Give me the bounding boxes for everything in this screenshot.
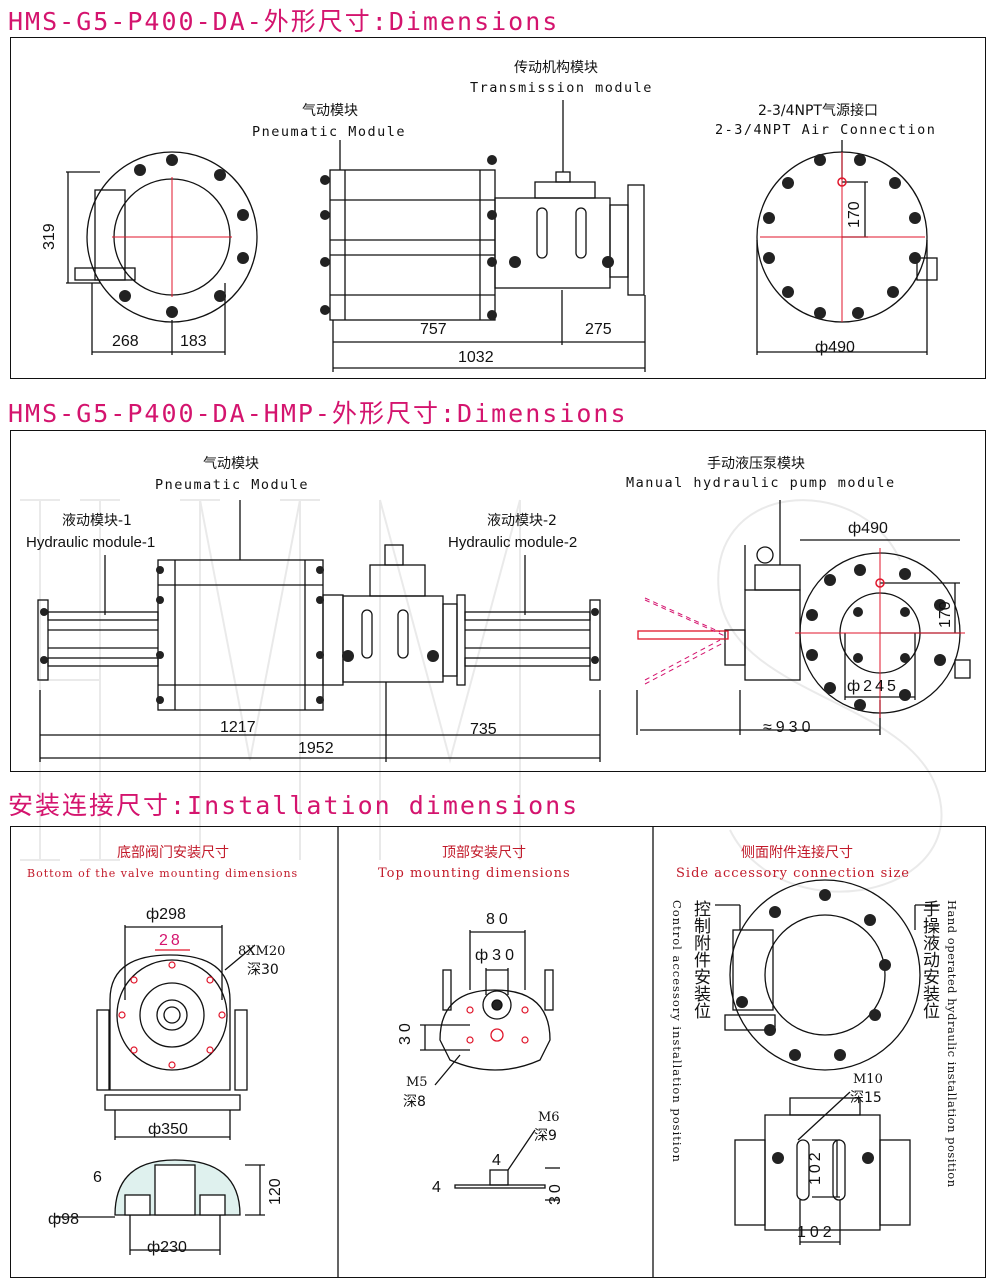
s3-control-en: Control accessory installation position <box>670 900 684 1163</box>
s2-dim-735: 735 <box>470 721 497 738</box>
s2-hyd2-zh: 液动模块-2 <box>487 513 557 529</box>
section2-frame <box>10 430 986 772</box>
s3-dim-98: ф98 <box>48 1211 79 1228</box>
s2-pump-en: Manual hydraulic pump module <box>626 475 896 491</box>
s2-hyd1-en: Hydraulic module-1 <box>26 534 156 551</box>
s3-side-en: Side accessory connection size <box>676 866 910 881</box>
s3-dim-102a: 102 <box>807 1149 824 1185</box>
s3-dim-102b: 102 <box>797 1224 836 1241</box>
s2-pump-zh: 手动液压泵模块 <box>707 456 805 472</box>
s3-m6: M6 <box>538 1110 560 1125</box>
s1-dim-183: 183 <box>180 333 207 350</box>
s2-dim-490: ф490 <box>848 520 888 537</box>
s1-dim-170: 170 <box>846 201 863 228</box>
s3-depth15: 深15 <box>850 1090 882 1106</box>
s3-depth8: 深8 <box>403 1094 426 1110</box>
s1-transmission-en: Transmission module <box>470 80 653 96</box>
s3-top-en: Top mounting dimensions <box>378 866 571 881</box>
section1-frame <box>10 37 986 379</box>
s1-dim-757: 757 <box>420 321 447 338</box>
s2-dim-245: ф245 <box>847 678 899 695</box>
s1-dim-1032: 1032 <box>458 349 494 366</box>
s1-dim-268: 268 <box>112 333 139 350</box>
s1-dim-490: ф490 <box>815 339 855 356</box>
s1-dim-319: 319 <box>41 223 58 250</box>
s3-side-zh: 侧面附件连接尺寸 <box>741 845 853 861</box>
s2-dim-930: ≈930 <box>763 719 815 736</box>
s2-pneumatic-en: Pneumatic Module <box>155 477 310 493</box>
s1-air-en: 2-3/4NPT Air Connection <box>715 122 937 138</box>
section1-title: HMS-G5-P400-DA-外形尺寸:Dimensions <box>8 7 560 36</box>
s3-bolt-depth: 深30 <box>247 962 279 978</box>
section3-title: 安装连接尺寸:Installation dimensions <box>8 791 580 820</box>
s3-dim-230: ф230 <box>147 1239 187 1256</box>
s1-pneumatic-en: Pneumatic Module <box>252 124 407 140</box>
s2-hyd1-zh: 液动模块-1 <box>62 513 132 529</box>
s1-air-zh: 2-3/4NPT气源接口 <box>758 103 878 119</box>
s3-hand-en: Hand operated hydraulic installation pos… <box>945 900 959 1188</box>
s3-hand-zh: 手操液动安装位 <box>919 900 939 1019</box>
s1-pneumatic-zh: 气动模块 <box>302 103 358 119</box>
s2-pneumatic-zh: 气动模块 <box>203 456 259 472</box>
s3-dim-30a: ф30 <box>475 947 518 964</box>
s2-dim-1217: 1217 <box>220 719 256 736</box>
s3-dim-6: 6 <box>93 1169 102 1186</box>
s3-bottom-en: Bottom of the valve mounting dimensions <box>27 867 299 880</box>
s3-dim-30c: 30 <box>547 1181 564 1205</box>
s3-dim-28: 28 <box>159 932 183 949</box>
s3-m10: M10 <box>853 1072 883 1087</box>
s3-dim-30b: 30 <box>397 1019 414 1045</box>
s3-depth9: 深9 <box>534 1128 557 1144</box>
s3-bolt-spec: 8XM20 <box>238 944 286 959</box>
s3-dim-350: ф350 <box>148 1121 188 1138</box>
s1-dim-275: 275 <box>585 321 612 338</box>
s2-hyd2-en: Hydraulic module-2 <box>448 534 578 551</box>
s3-dim-4a: 4 <box>492 1152 501 1169</box>
section3-frame <box>10 826 986 1278</box>
s3-dim-298: ф298 <box>146 906 186 923</box>
s3-top-zh: 顶部安装尺寸 <box>442 845 526 861</box>
s3-dim-80: 80 <box>486 911 512 928</box>
s3-dim-4b: 4 <box>432 1179 441 1196</box>
s3-m5: M5 <box>406 1075 428 1090</box>
s3-control-zh: 控制附件安装位 <box>690 900 710 1019</box>
section2-title: HMS-G5-P400-DA-HMP-外形尺寸:Dimensions <box>8 399 628 428</box>
s1-transmission-zh: 传动机构模块 <box>514 60 598 76</box>
s3-bottom-zh: 底部阀门安装尺寸 <box>117 845 229 861</box>
s2-dim-170: 170 <box>937 601 954 628</box>
s3-dim-120: 120 <box>267 1178 284 1205</box>
s2-dim-1952: 1952 <box>298 740 334 757</box>
